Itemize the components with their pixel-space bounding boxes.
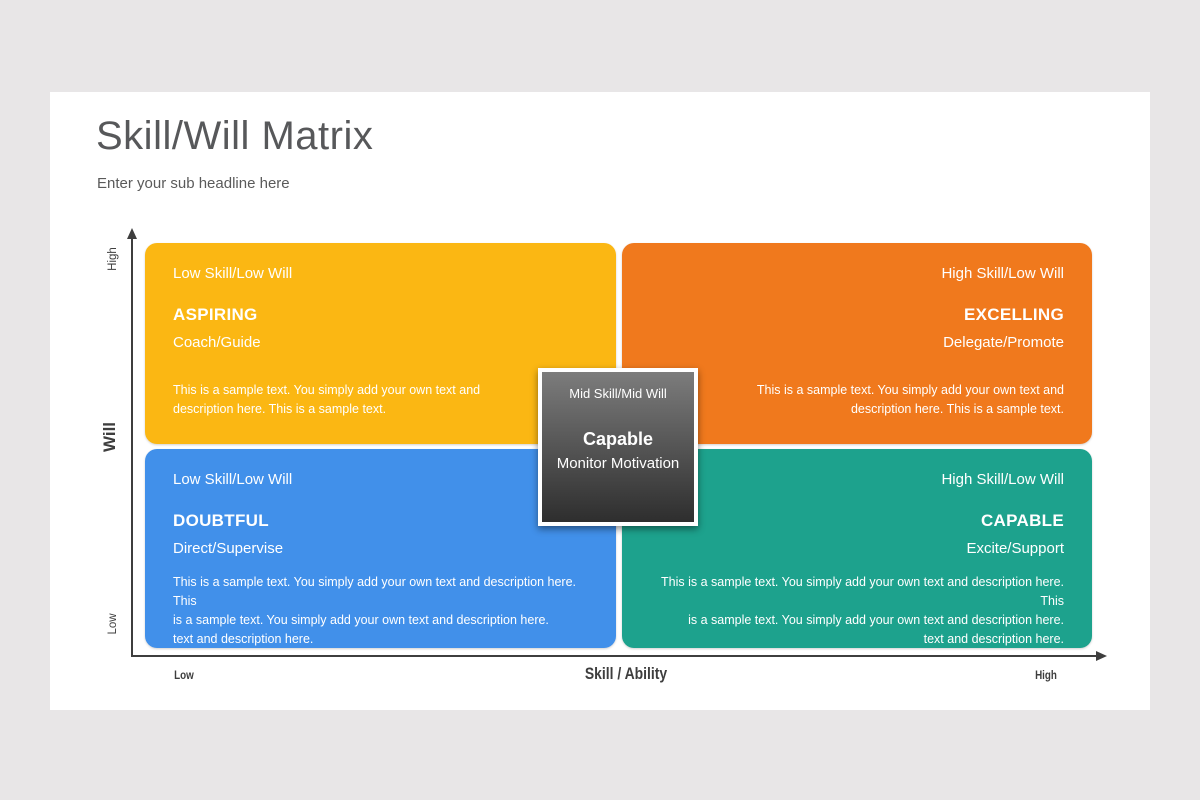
x-axis-tick-low: Low [174,668,194,682]
quadrant-action: Coach/Guide [173,334,261,351]
x-axis-line [131,655,1098,657]
center-box-mid-skill: Mid Skill/Mid Will Capable Monitor Motiv… [538,368,698,526]
quadrant-title: EXCELLING [964,305,1064,324]
quadrant-title: CAPABLE [980,511,1064,530]
y-axis-label: Will [100,421,119,453]
quadrant-action: Direct/Supervise [173,540,284,557]
quadrant-capable: High Skill/Low Will CAPABLE Excite/Suppo… [622,449,1092,648]
quadrant-corner-label: High Skill/Low Will [941,471,1064,488]
quadrant-corner-label: Low Skill/Low Will [173,265,293,282]
page-title: Skill/Will Matrix [96,114,374,158]
quadrant-description: This is a sample text. You simply add yo… [173,383,481,416]
quadrant-aspiring: Low Skill/Low Will ASPIRING Coach/Guide … [145,243,616,444]
quadrant-action: Excite/Support [966,540,1064,557]
center-action: Monitor Motivation [556,455,680,472]
slide-canvas: Skill/Will Matrix Enter your sub headlin… [50,92,1150,710]
y-axis-arrow-icon [127,228,137,239]
x-axis-arrow-icon [1096,651,1107,661]
quadrant-description: This is a sample text. You simply add yo… [173,575,576,646]
quadrant-corner-label: Low Skill/Low Will [173,471,293,488]
x-axis-tick-high: High [1035,668,1057,682]
quadrant-description: This is a sample text. You simply add yo… [756,383,1064,416]
x-axis-label: Skill / Ability [584,664,668,683]
quadrant-action: Delegate/Promote [943,334,1064,351]
quadrant-doubtful: Low Skill/Low Will DOUBTFUL Direct/Super… [145,449,616,648]
quadrant-excelling: High Skill/Low Will EXCELLING Delegate/P… [622,243,1092,444]
quadrant-title: ASPIRING [173,305,258,324]
quadrant-title: DOUBTFUL [173,511,269,530]
quadrant-description: This is a sample text. You simply add yo… [661,575,1064,646]
y-axis-tick-low: Low [107,613,119,635]
y-axis-tick-high: High [107,247,119,271]
center-corner-label: Mid Skill/Mid Will [569,386,667,401]
center-title: Capable [582,429,654,449]
y-axis-line [131,238,133,657]
page-subtitle: Enter your sub headline here [97,175,290,192]
quadrant-corner-label: High Skill/Low Will [941,265,1064,282]
